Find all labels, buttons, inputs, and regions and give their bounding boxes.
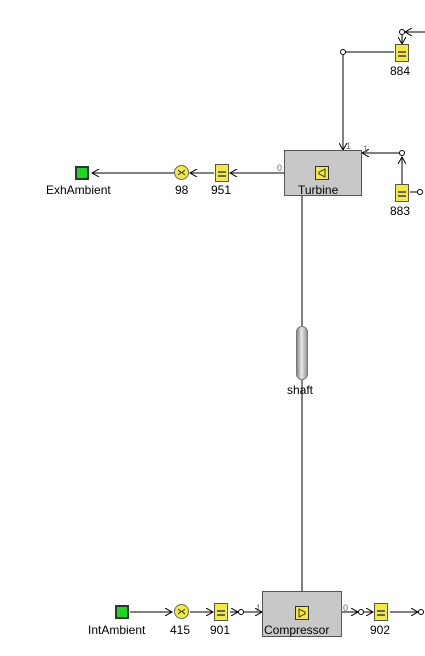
compressor-label: Compressor [264, 623, 330, 637]
node-951-label: 951 [211, 183, 232, 197]
node-883-label: 883 [390, 204, 411, 218]
turbine-block[interactable] [284, 150, 362, 196]
node-884-label: 884 [390, 64, 411, 78]
node-415-valve[interactable] [174, 604, 189, 619]
junction-node-901[interactable] [238, 609, 244, 615]
compressor-icon [295, 606, 309, 620]
int-ambient-label: IntAmbient [88, 623, 146, 637]
node-901-pipe[interactable] [214, 603, 228, 621]
junction-node-883-right[interactable] [417, 189, 423, 195]
junction-node-turbine-right[interactable] [399, 150, 405, 156]
junction-node-top[interactable] [399, 29, 405, 35]
node-902-pipe[interactable] [374, 603, 388, 621]
junction-node-884[interactable] [340, 49, 346, 55]
junction-node-compressor-out[interactable] [358, 609, 364, 615]
node-951-pipe[interactable] [215, 164, 229, 182]
compressor-port-in: 1 [256, 603, 262, 613]
turbine-port-right: 1 [363, 144, 369, 154]
node-901-label: 901 [210, 623, 231, 637]
exh-ambient-label: ExhAmbient [46, 183, 111, 197]
node-98-valve[interactable] [174, 165, 189, 180]
turbine-icon [315, 166, 329, 180]
shaft-label: shaft [287, 383, 314, 397]
turbine-label: Turbine [298, 183, 339, 197]
turbine-port-top: 1 [346, 141, 352, 151]
turbine-port-in: 0 [277, 163, 283, 173]
shaft-component[interactable] [296, 326, 308, 380]
node-415-label: 415 [170, 623, 191, 637]
compressor-port-out: 0 [343, 603, 349, 613]
int-ambient-block[interactable] [115, 605, 129, 619]
node-883-pipe[interactable] [395, 184, 409, 202]
junction-node-outlet[interactable] [418, 609, 424, 615]
exh-ambient-block[interactable] [75, 166, 89, 180]
node-902-label: 902 [370, 623, 391, 637]
node-884-pipe[interactable] [395, 44, 409, 62]
node-98-label: 98 [175, 183, 189, 197]
compressor-block[interactable] [262, 591, 342, 637]
